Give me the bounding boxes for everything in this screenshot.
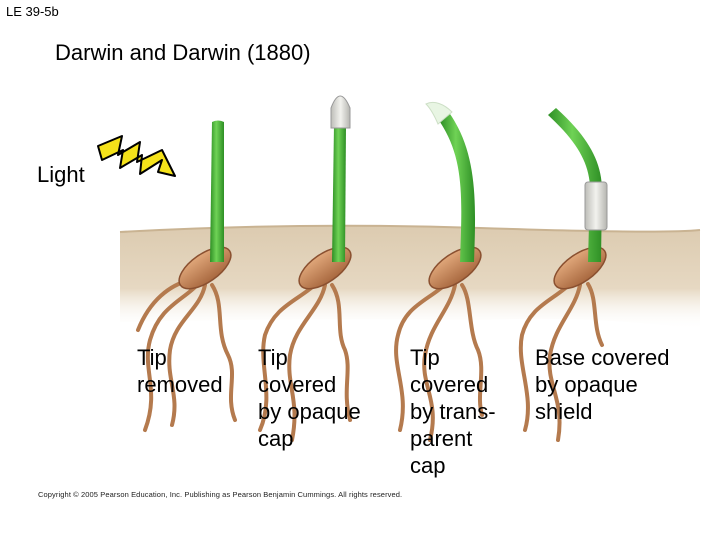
light-label: Light [37,162,85,188]
caption-tip-removed: Tip removed [137,344,223,398]
light-bolt-icon [98,136,175,176]
opaque-shield [585,182,607,230]
copyright-notice: Copyright © 2005 Pearson Education, Inc.… [38,490,402,499]
opaque-cap [331,96,350,128]
shoot [332,125,346,262]
shoot [210,121,224,263]
caption-base-shield: Base covered by opaque shield [535,344,670,425]
caption-opaque-cap: Tip covered by opaque cap [258,344,361,452]
caption-transparent-cap: Tip covered by trans- parent cap [410,344,496,479]
